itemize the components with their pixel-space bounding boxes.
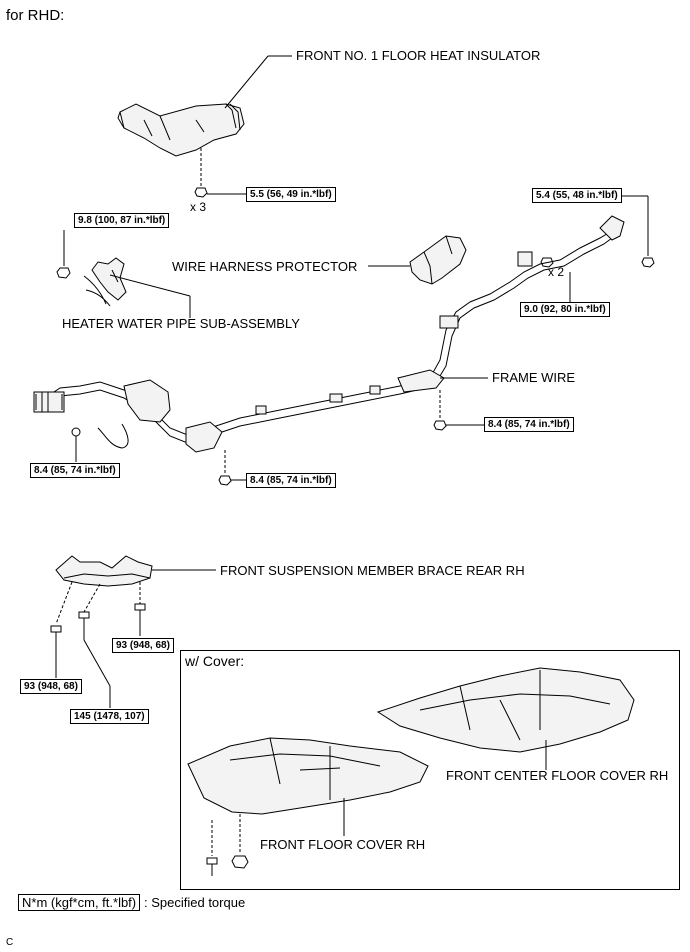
upper-right-nut bbox=[641, 257, 655, 268]
cover-section-frame: w/ Cover: bbox=[180, 650, 680, 890]
torque-5-4: 5.4 (55, 48 in.*lbf) bbox=[532, 188, 622, 203]
leader-insulator bbox=[224, 55, 269, 109]
label-wire-harness-protector: WIRE HARNESS PROTECTOR bbox=[172, 259, 358, 274]
brace-bolt-mid-dashline bbox=[83, 583, 101, 613]
qty-x3: x 3 bbox=[190, 200, 207, 214]
leader-145 bbox=[83, 639, 111, 687]
torque-8-4-left: 8.4 (85, 74 in.*lbf) bbox=[30, 463, 120, 478]
floor-cover-drawing bbox=[187, 737, 429, 815]
torque-5-5: 5.5 (56, 49 in.*lbf) bbox=[246, 187, 336, 202]
label-front-suspension-member-brace: FRONT SUSPENSION MEMBER BRACE REAR RH bbox=[220, 563, 525, 578]
frame-wire-drawing bbox=[33, 215, 625, 453]
cover-section-title: w/ Cover: bbox=[185, 653, 245, 669]
page-title: for RHD: bbox=[6, 7, 65, 24]
illustration-code: C bbox=[6, 937, 14, 948]
torque-9-8: 9.8 (100, 87 in.*lbf) bbox=[74, 213, 170, 228]
torque-93-left: 93 (948, 68) bbox=[20, 679, 82, 694]
legend-torque-unit: N*m (kgf*cm, ft.*lbf) bbox=[18, 894, 141, 911]
frame-wire-grommet-left bbox=[71, 427, 81, 437]
qty-x2: x 2 bbox=[548, 265, 565, 279]
label-frame-wire: FRAME WIRE bbox=[492, 370, 576, 385]
label-front-center-floor-cover: FRONT CENTER FLOOR COVER RH bbox=[446, 768, 669, 783]
torque-9-0: 9.0 (92, 80 in.*lbf) bbox=[520, 302, 610, 317]
label-front-no1-floor-heat-insulator: FRONT NO. 1 FLOOR HEAT INSULATOR bbox=[296, 48, 541, 63]
label-front-floor-cover: FRONT FLOOR COVER RH bbox=[260, 837, 426, 852]
center-floor-cover-drawing bbox=[376, 667, 635, 753]
insulator-nut bbox=[194, 187, 208, 198]
brace-drawing bbox=[55, 555, 153, 587]
center-nut bbox=[218, 475, 232, 486]
leader-heater-pipe bbox=[109, 274, 191, 297]
torque-145: 145 (1478, 107) bbox=[70, 709, 149, 724]
torque-8-4-right: 8.4 (85, 74 in.*lbf) bbox=[484, 417, 574, 432]
legend-description: : Specified torque bbox=[144, 895, 246, 910]
brace-bolts bbox=[50, 603, 146, 648]
label-heater-water-pipe: HEATER WATER PIPE SUB-ASSEMBLY bbox=[62, 316, 300, 331]
right-nut bbox=[433, 420, 447, 431]
wire-harness-protector-drawing bbox=[409, 235, 467, 285]
cover-fasteners bbox=[206, 855, 249, 876]
heater-pipe-nut bbox=[56, 267, 71, 279]
harness-bolt-x2 bbox=[540, 257, 554, 268]
heat-insulator-drawing bbox=[117, 103, 245, 157]
brace-bolt-left-dashline bbox=[55, 581, 73, 625]
torque-93-right: 93 (948, 68) bbox=[112, 638, 174, 653]
heater-pipe-drawing bbox=[83, 257, 127, 307]
torque-8-4-center: 8.4 (85, 74 in.*lbf) bbox=[246, 473, 336, 488]
